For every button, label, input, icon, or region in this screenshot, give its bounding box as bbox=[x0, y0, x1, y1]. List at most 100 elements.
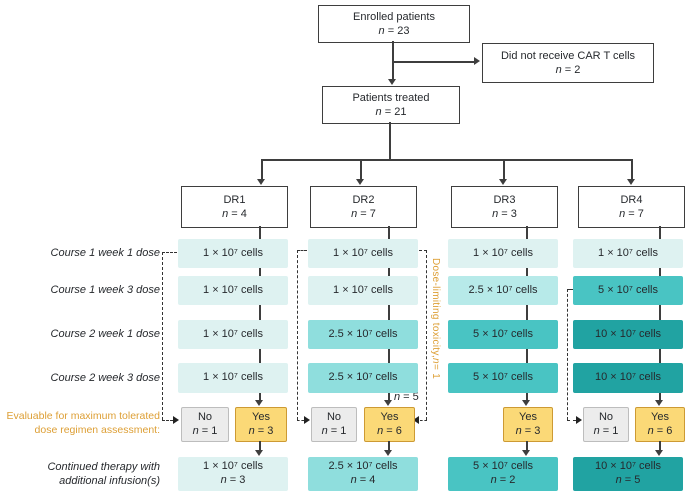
dr1-dose-course1-week1: 1 × 10⁷ cells bbox=[178, 239, 288, 268]
dose-limiting-toxicity-annotation: Dose-limiting toxicity, n = 1 bbox=[430, 258, 441, 380]
connector-line bbox=[388, 268, 390, 276]
row-label-continued-therapy: Continued therapy with additional infusi… bbox=[47, 460, 160, 487]
connector-line bbox=[659, 226, 661, 239]
row-label-course2-week3: Course 2 week 3 dose bbox=[50, 371, 160, 384]
connector-line bbox=[259, 393, 261, 401]
arrow-down-icon bbox=[522, 450, 530, 456]
dr1-eval-yes-box: Yes n = 3 bbox=[235, 407, 287, 442]
dashed-line bbox=[162, 252, 177, 253]
dr3-eval-yes-box: Yes n = 3 bbox=[503, 407, 553, 442]
connector-line bbox=[389, 122, 391, 160]
not-treated-label: Did not receive CAR T cells bbox=[500, 49, 636, 62]
connector-line bbox=[388, 441, 390, 450]
dr1-dose-course2-week1: 1 × 10⁷ cells bbox=[178, 320, 288, 349]
dashed-line bbox=[567, 289, 568, 420]
arrow-down-icon bbox=[522, 400, 530, 406]
arrow-down-icon bbox=[255, 450, 263, 456]
connector-line bbox=[503, 159, 505, 179]
dr2-dose-course2-week3: 2.5 × 10⁷ cells bbox=[308, 363, 418, 393]
dr2-box: DR2 n = 7 bbox=[310, 186, 417, 228]
treated-label: Patients treated bbox=[352, 91, 430, 104]
row-label-evaluable: Evaluable for maximum tolerated dose reg… bbox=[6, 410, 161, 436]
connector-line bbox=[259, 441, 261, 450]
dashed-line bbox=[297, 250, 298, 420]
connector-line bbox=[526, 349, 528, 363]
arrow-right-icon bbox=[304, 416, 310, 424]
dr1-eval-no-box: No n = 1 bbox=[181, 407, 229, 442]
dr2-eval-no-box: No n = 1 bbox=[311, 407, 357, 442]
connector-line bbox=[659, 268, 661, 276]
dashed-line bbox=[420, 420, 427, 421]
dr4-dose-course2-week1: 10 × 10⁷ cells bbox=[573, 320, 683, 349]
connector-line bbox=[259, 349, 261, 363]
arrow-left-icon bbox=[413, 416, 419, 424]
dr4-dose-course1-week3: 5 × 10⁷ cells bbox=[573, 276, 683, 305]
dashed-line bbox=[162, 420, 173, 421]
dr4-continued-box: 10 × 10⁷ cells n = 5 bbox=[573, 457, 683, 491]
arrow-down-icon bbox=[388, 79, 396, 85]
dr3-box: DR3 n = 3 bbox=[451, 186, 558, 228]
dr2-continued-box: 2.5 × 10⁷ cells n = 4 bbox=[308, 457, 418, 491]
dr4-box: DR4 n = 7 bbox=[578, 186, 685, 228]
dashed-line bbox=[162, 252, 163, 420]
dashed-line bbox=[297, 420, 304, 421]
connector-line bbox=[659, 349, 661, 363]
dr3-dose-course2-week3: 5 × 10⁷ cells bbox=[448, 363, 558, 393]
n5-annotation: n = 5 bbox=[394, 391, 419, 403]
dr4-dose-course1-week1: 1 × 10⁷ cells bbox=[573, 239, 683, 268]
connector-line bbox=[262, 159, 632, 161]
dr2-dose-course1-week1: 1 × 10⁷ cells bbox=[308, 239, 418, 268]
arrow-down-icon bbox=[356, 179, 364, 185]
dashed-line bbox=[297, 250, 307, 251]
arrow-down-icon bbox=[257, 179, 265, 185]
connector-line bbox=[360, 159, 362, 179]
connector-line bbox=[259, 305, 261, 320]
dr3-continued-box: 5 × 10⁷ cells n = 2 bbox=[448, 457, 558, 491]
arrow-down-icon bbox=[499, 179, 507, 185]
connector-line bbox=[388, 393, 390, 401]
not-treated-box: Did not receive CAR T cells n = 2 bbox=[482, 43, 654, 83]
arrow-down-icon bbox=[655, 450, 663, 456]
connector-line bbox=[659, 441, 661, 450]
connector-line bbox=[388, 226, 390, 239]
dr1-continued-box: 1 × 10⁷ cells n = 3 bbox=[178, 457, 288, 491]
connector-line bbox=[388, 305, 390, 320]
connector-line bbox=[526, 268, 528, 276]
connector-line bbox=[659, 393, 661, 401]
row-label-course2-week1: Course 2 week 1 dose bbox=[50, 328, 160, 341]
connector-line bbox=[392, 61, 474, 63]
arrow-down-icon bbox=[627, 179, 635, 185]
patients-treated-box: Patients treated n = 21 bbox=[322, 86, 460, 124]
dr3-dose-course2-week1: 5 × 10⁷ cells bbox=[448, 320, 558, 349]
dr2-eval-yes-box: Yes n = 6 bbox=[364, 407, 415, 442]
dr2-dose-course2-week1: 2.5 × 10⁷ cells bbox=[308, 320, 418, 349]
arrow-right-icon bbox=[576, 416, 582, 424]
treated-n: n = 21 bbox=[375, 106, 407, 118]
dr1-dose-course1-week3: 1 × 10⁷ cells bbox=[178, 276, 288, 305]
arrow-down-icon bbox=[655, 400, 663, 406]
connector-line bbox=[259, 268, 261, 276]
not-treated-n: n = 2 bbox=[555, 64, 581, 76]
connector-line bbox=[261, 159, 263, 179]
connector-line bbox=[392, 41, 394, 79]
connector-line bbox=[526, 305, 528, 320]
row-label-course1-week1: Course 1 week 1 dose bbox=[50, 247, 160, 260]
dr1-box: DR1 n = 4 bbox=[181, 186, 288, 228]
connector-line bbox=[526, 441, 528, 450]
dr4-dose-course2-week3: 10 × 10⁷ cells bbox=[573, 363, 683, 393]
enrolled-label: Enrolled patients bbox=[353, 10, 435, 23]
enrolled-patients-box: Enrolled patients n = 23 bbox=[318, 5, 470, 43]
dr3-dose-course1-week1: 1 × 10⁷ cells bbox=[448, 239, 558, 268]
arrow-right-icon bbox=[474, 57, 480, 65]
arrow-down-icon bbox=[384, 450, 392, 456]
dr4-eval-yes-box: Yes n = 6 bbox=[635, 407, 685, 442]
arrow-down-icon bbox=[255, 400, 263, 406]
arrow-down-icon bbox=[384, 400, 392, 406]
dashed-line bbox=[409, 250, 427, 251]
connector-line bbox=[659, 305, 661, 320]
dashed-line bbox=[567, 420, 576, 421]
row-label-course1-week3: Course 1 week 3 dose bbox=[50, 284, 160, 297]
dr2-dose-course1-week3: 1 × 10⁷ cells bbox=[308, 276, 418, 305]
connector-line bbox=[388, 349, 390, 363]
